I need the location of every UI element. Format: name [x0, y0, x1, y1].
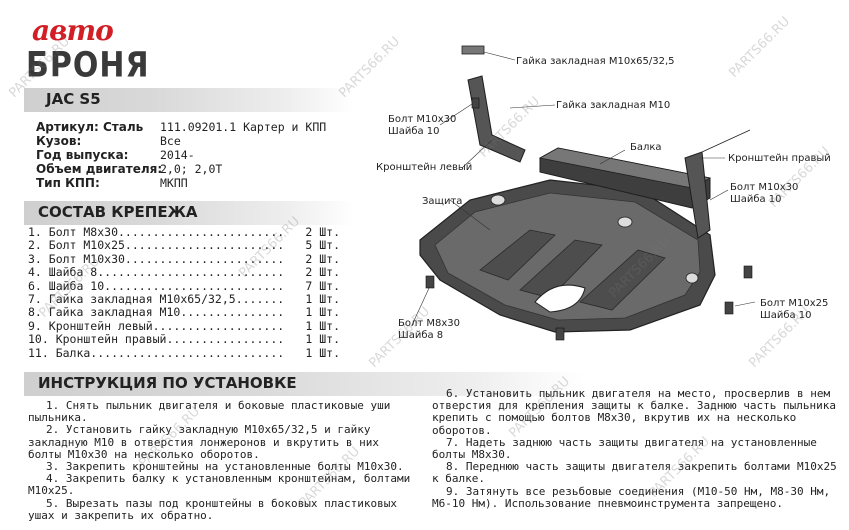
instruction-step: 3. Закрепить кронштейны на установленные…	[46, 460, 404, 474]
instruction-step: 7. Надеть заднюю часть защиты двигателя …	[432, 435, 817, 462]
spec-label: Артикул: Сталь	[36, 120, 144, 134]
brand-logo: авто БРОНЯ	[26, 14, 176, 86]
fasteners-title: СОСТАВ КРЕПЕЖА	[38, 203, 198, 221]
label-nut: Гайка закладная М10	[556, 100, 671, 111]
fastener-name: 7. Гайка закладная М10х65/32,5.......	[28, 292, 285, 306]
spec-value: 2,0; 2,0T	[160, 162, 223, 176]
instruction-step: 5. Вырезать пазы под кронштейны в боковы…	[28, 496, 397, 522]
fastener-qty: 1 Шт.	[305, 306, 340, 320]
list-item: 11. Балка............................ 1 Ш…	[28, 347, 340, 360]
list-item: 3. Болт М10х30....................... 2 Ш…	[28, 253, 340, 266]
fastener-qty: 2 Шт.	[305, 226, 340, 239]
instructions-right: 6. Установить пыльник двигателя на место…	[432, 387, 837, 510]
list-item: 9. Кронштейн левый................... 1 Ш…	[28, 320, 340, 333]
left-bracket-part	[461, 45, 526, 163]
spec-row: Объем двигателя:2,0; 2,0T	[36, 162, 326, 176]
spec-label: Кузов:	[36, 134, 82, 148]
leader-lines	[411, 51, 756, 326]
spec-label: Тип КПП:	[36, 176, 100, 190]
fasteners-banner: СОСТАВ КРЕПЕЖА	[24, 201, 354, 225]
fastener-qty: 1 Шт.	[305, 319, 340, 333]
instruction-step: 8. Переднюю часть защиты двигателя закре…	[432, 460, 837, 486]
instruction-step: 1. Снять пыльник двигателя и боковые пла…	[28, 399, 391, 425]
model-title: JAC S5	[46, 90, 101, 108]
fastener-qty: 2 Шт.	[305, 252, 340, 266]
fastener-name: 6. Шайба 10..........................	[28, 279, 285, 293]
spec-row: Артикул: Сталь 111.09201.1 Картер и КПП	[36, 120, 326, 134]
spec-row: Кузов: Все	[36, 134, 326, 148]
spec-row: Тип КПП: МКПП	[36, 176, 326, 190]
spec-label: Объем двигателя:	[36, 162, 163, 176]
fastener-qty: 7 Шт.	[305, 279, 340, 293]
spec-table: Артикул: Сталь 111.09201.1 Картер и КПП К…	[36, 120, 326, 190]
label-washer10-left: Шайба 10	[388, 126, 440, 137]
fastener-qty: 1 Шт.	[305, 292, 340, 306]
fastener-qty: 5 Шт.	[305, 239, 340, 253]
list-item: 2. Болт М10х25....................... 5 Ш…	[28, 239, 340, 252]
fastener-qty: 1 Шт.	[305, 346, 340, 360]
fasteners-list: 1. Болт М8х30........................ 2 Ш…	[28, 226, 340, 360]
label-nut-long: Гайка закладная М10х65/32,5	[516, 56, 675, 67]
instruction-step: 2. Установить гайку закладную М10х65/32,…	[28, 423, 379, 461]
fastener-name: 10. Кронштейн правый.................	[28, 333, 285, 347]
beam-part	[538, 147, 712, 209]
label-washer10-right: Шайба 10	[730, 194, 782, 205]
guard-plate	[419, 179, 716, 333]
fastener-qty: 2 Шт.	[305, 266, 340, 280]
bolts	[425, 97, 753, 341]
model-banner: JAC S5	[24, 88, 354, 112]
label-beam: Балка	[630, 142, 662, 153]
right-bracket-part	[684, 129, 751, 239]
logo-bronya-text: БРОНЯ	[26, 45, 150, 86]
list-item: 6. Шайба 10.......................... 7 Ш…	[28, 280, 340, 293]
fastener-name: 2. Болт М10х25.......................	[28, 239, 285, 253]
instructions-banner: ИНСТРУКЦИЯ ПО УСТАНОВКЕ	[24, 372, 584, 396]
instruction-step: 9. Затянуть все резьбовые соединения (М1…	[432, 484, 831, 510]
instruction-step: 6. Установить пыльник двигателя на место…	[432, 387, 836, 437]
label-guard: Защита	[422, 196, 463, 207]
list-item: 1. Болт М8х30........................ 2 Ш…	[28, 226, 340, 239]
label-bracket-right: Кронштейн правый	[728, 153, 831, 164]
instruction-step: 4. Закрепить балку к установленным кронш…	[28, 472, 411, 498]
fastener-name: 1. Болт М8х30........................	[28, 226, 285, 239]
spec-value: Все	[160, 134, 181, 148]
instructions-left: 1. Снять пыльник двигателя и боковые пла…	[28, 399, 418, 522]
fastener-name: 4. Шайба 8...........................	[28, 266, 285, 280]
list-item: 4. Шайба 8........................... 2 Ш…	[28, 266, 340, 279]
instructions-title: ИНСТРУКЦИЯ ПО УСТАНОВКЕ	[38, 374, 297, 392]
fastener-name: 8. Гайка закладная М10...............	[28, 306, 285, 320]
label-bolt-m8x30: Болт М8х30	[398, 318, 461, 329]
label-bolt-m10x25: Болт М10х25	[760, 298, 829, 309]
spec-value: МКПП	[160, 176, 188, 190]
list-item: 8. Гайка закладная М10............... 1 Ш…	[28, 306, 340, 319]
label-washer8: Шайба 8	[398, 330, 444, 341]
label-bolt-m10x30-left: Болт М10х30	[388, 114, 457, 125]
label-bolt-m10x30-right: Болт М10х30	[730, 182, 799, 193]
spec-label: Год выпуска:	[36, 148, 129, 162]
assembly-diagram: Гайка закладная М10х65/32,5 Гайка заклад…	[376, 40, 849, 390]
logo-avto-text: авто	[32, 14, 114, 47]
list-item: 7. Гайка закладная М10х65/32,5....... 1 Ш…	[28, 293, 340, 306]
label-bracket-left: Кронштейн левый	[376, 162, 473, 173]
spec-row: Год выпуска: 2014-	[36, 148, 326, 162]
spec-value: 111.09201.1 Картер и КПП	[160, 120, 327, 134]
label-washer10-bottom: Шайба 10	[760, 310, 812, 321]
list-item: 10. Кронштейн правый................. 1 Ш…	[28, 333, 340, 346]
fastener-name: 9. Кронштейн левый...................	[28, 319, 285, 333]
fastener-qty: 1 Шт.	[305, 333, 340, 347]
spec-value: 2014-	[160, 148, 195, 162]
fastener-name: 3. Болт М10х30.......................	[28, 252, 285, 266]
fastener-name: 11. Балка............................	[28, 346, 285, 360]
assembly-drawing	[411, 45, 756, 341]
